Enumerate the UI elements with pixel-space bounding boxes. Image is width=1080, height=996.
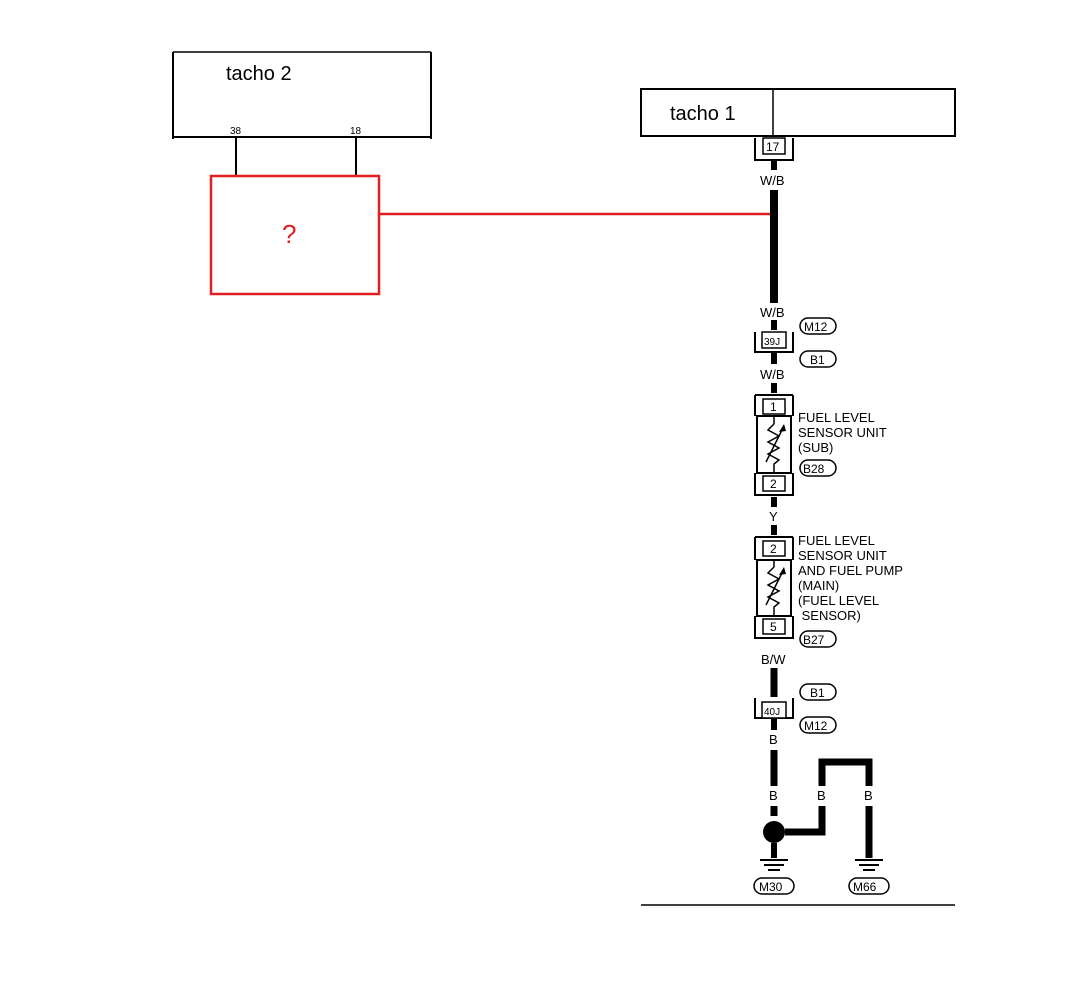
main-label-line-3: AND FUEL PUMP — [798, 563, 903, 578]
ground-m66-icon — [855, 859, 883, 871]
tacho1-unit: tacho 1 — [640, 88, 956, 137]
badge-b27 — [799, 630, 837, 648]
sub-label-line-2: SENSOR UNIT — [798, 425, 887, 440]
tacho2-unit: tacho 2 38 18 — [172, 51, 432, 176]
connector-17: 17 — [754, 137, 794, 161]
pin-40j: 40J — [764, 707, 780, 718]
svg-text:B1: B1 — [810, 353, 825, 367]
unknown-module: ? — [209, 174, 772, 296]
main-pin-5: 5 — [770, 620, 777, 634]
main-label-line-2: SENSOR UNIT — [798, 548, 887, 563]
svg-text:B27: B27 — [803, 633, 825, 647]
ground-section: B B B M30 M66 — [753, 750, 890, 895]
wire-label-wb-2: W/B — [760, 305, 785, 320]
splice-point — [763, 821, 785, 843]
wire-label-b-1: B — [769, 732, 778, 747]
wire-label-wb-1: W/B — [760, 173, 785, 188]
sub-pin-1: 1 — [770, 400, 777, 414]
sub-label-line-3: (SUB) — [798, 440, 833, 455]
svg-text:M66: M66 — [853, 880, 877, 894]
connector-40j: B1 40J M12 — [754, 683, 837, 734]
tacho2-pin-38: 38 — [230, 126, 242, 137]
ground-m30-icon — [760, 859, 788, 871]
wire-label-wb-3: W/B — [760, 367, 785, 382]
wire-label-b-2: B — [769, 788, 778, 803]
badge-m12-top: M12 — [799, 317, 837, 335]
badge-m66 — [848, 877, 890, 895]
badge-b1-bottom — [799, 683, 837, 701]
svg-text:M12: M12 — [804, 719, 828, 733]
badge-b1-top: B1 — [799, 350, 837, 368]
wire-label-b-3: B — [817, 788, 826, 803]
svg-text:M12: M12 — [804, 320, 828, 334]
sub-label-line-1: FUEL LEVEL — [798, 410, 875, 425]
sub-pin-2: 2 — [770, 477, 777, 491]
svg-text:M30: M30 — [759, 880, 783, 894]
wire-label-y: Y — [769, 509, 778, 524]
main-label-line-6: SENSOR) — [798, 608, 861, 623]
unknown-label: ? — [282, 219, 296, 249]
pin-39j: 39J — [764, 337, 780, 348]
svg-text:B1: B1 — [810, 686, 825, 700]
resistor-sub-icon — [766, 423, 781, 473]
tacho1-label: tacho 1 — [670, 103, 736, 125]
resistor-main-icon — [766, 566, 781, 616]
connector-39j: 39J — [754, 331, 794, 353]
fuel-sensor-sub: 1 2 FUEL LEVEL SENSOR UNIT (SUB) B28 — [754, 394, 887, 496]
pin-17: 17 — [766, 140, 780, 154]
main-pin-2: 2 — [770, 542, 777, 556]
svg-text:B28: B28 — [803, 462, 825, 476]
wire-label-b-4: B — [864, 788, 873, 803]
fuel-sensor-main: 2 5 FUEL LEVEL SENSOR UNIT AND FUEL PUMP… — [754, 533, 903, 648]
badge-m30 — [753, 877, 795, 895]
badge-m12-bottom — [799, 716, 837, 734]
tacho2-pin-18: 18 — [350, 126, 362, 137]
main-label-line-1: FUEL LEVEL — [798, 533, 875, 548]
wire-label-bw: B/W — [761, 652, 786, 667]
badge-b28 — [799, 459, 837, 477]
main-label-line-5: (FUEL LEVEL — [798, 593, 879, 608]
main-label-line-4: (MAIN) — [798, 578, 839, 593]
tacho2-label: tacho 2 — [226, 63, 292, 85]
